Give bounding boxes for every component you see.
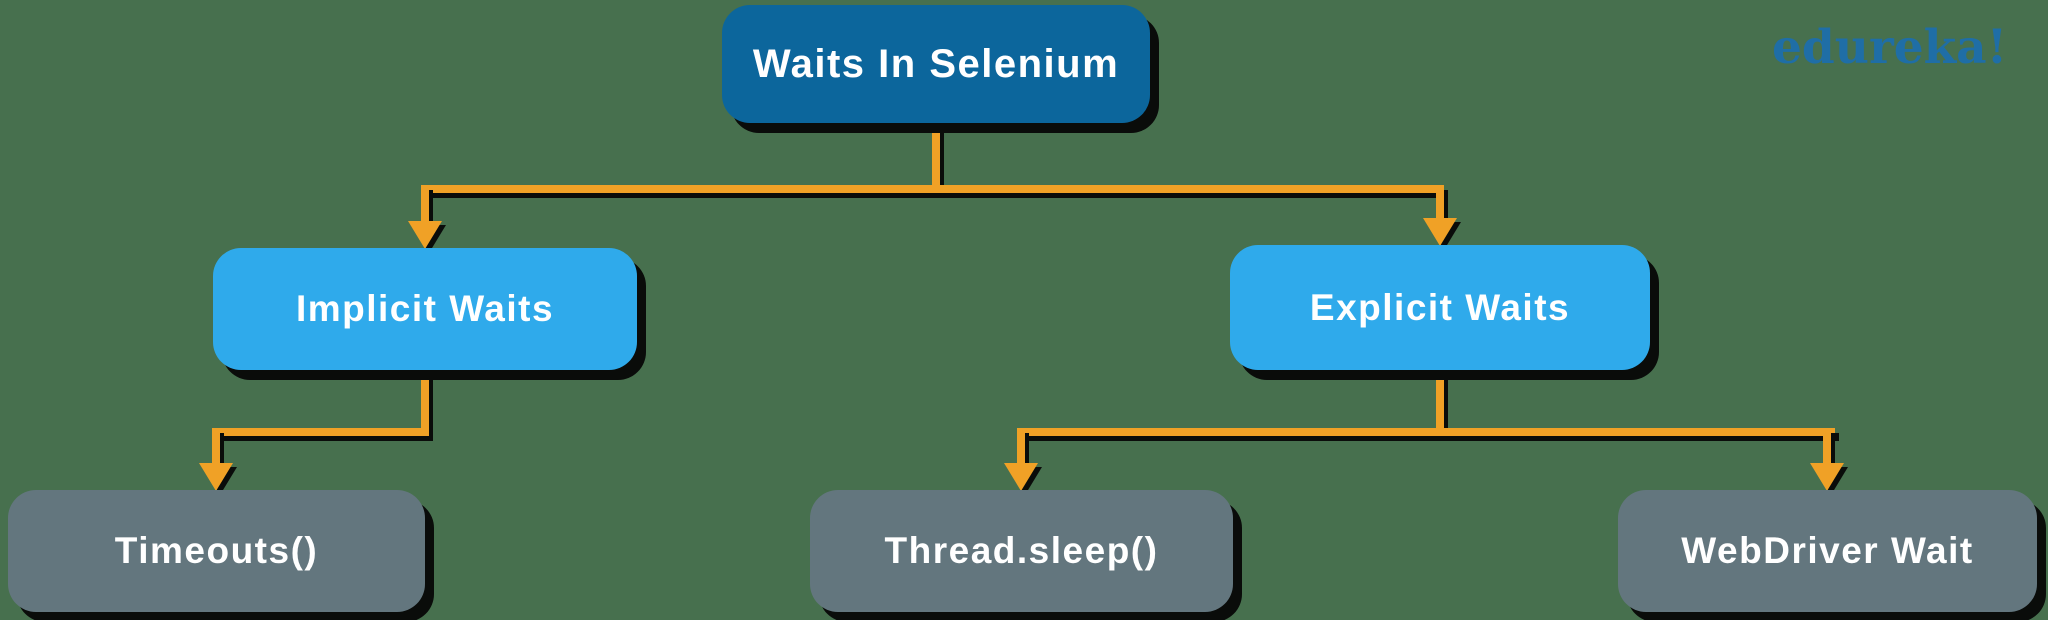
arrowhead-to-implicit-waits [408,221,442,249]
arrowhead-to-webdriverwait [1810,463,1844,491]
connector-implicit-stem [421,368,429,432]
connector-threadsleep-drop [1017,428,1025,465]
connector-level3-horizontal [1017,428,1835,436]
connector-implicit-drop [421,185,429,223]
node-explicit-waits-label: Explicit Waits [1309,286,1571,328]
arrowhead-to-explicit-waits [1423,218,1457,246]
connector-webdriverwait-drop [1823,428,1831,465]
node-timeouts-label: Timeouts() [114,530,319,571]
connector-explicit-stem [1436,368,1444,432]
connector-explicit-drop [1436,185,1444,220]
node-threadsleep-label: Thread.sleep() [884,530,1159,571]
node-timeouts: Timeouts() [8,490,425,612]
node-webdriverwait-label: WebDriver Wait [1681,530,1974,571]
edureka-logo: edureka! [1772,20,2008,75]
node-implicit-waits: Implicit Waits [213,248,637,370]
connector-level2-horizontal [421,185,1444,193]
node-explicit-waits: Explicit Waits [1230,245,1650,370]
node-threadsleep: Thread.sleep() [810,490,1233,612]
connector-timeouts-drop [212,428,220,465]
arrowhead-to-threadsleep [1004,463,1038,491]
node-waits-in-selenium-label: Waits In Selenium [752,41,1120,86]
connector-timeouts-horizontal [212,428,429,436]
node-waits-in-selenium: Waits In Selenium [722,5,1150,123]
connector-root-stem [932,121,940,189]
arrowhead-to-timeouts [199,463,233,491]
node-implicit-waits-label: Implicit Waits [295,288,555,329]
node-webdriverwait: WebDriver Wait [1618,490,2037,612]
